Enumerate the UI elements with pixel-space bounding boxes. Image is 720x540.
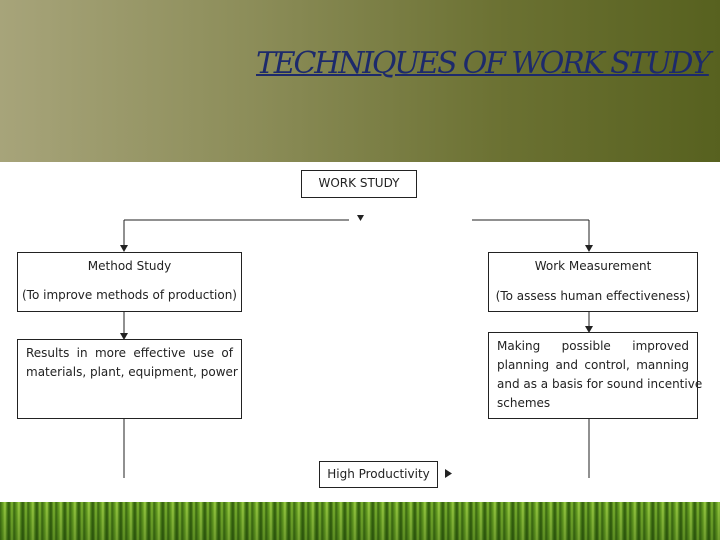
arrowhead-method (120, 245, 128, 252)
method-study-heading: Method Study (18, 259, 241, 273)
high-productivity-label: High Productivity (320, 467, 437, 481)
method-study-result-box: Results in more effective use of materia… (17, 339, 242, 419)
arrowhead-root (357, 215, 364, 221)
method-study-box: Method Study (To improve methods of prod… (17, 252, 242, 312)
measure-result-line-2: planning and control, manning (497, 358, 689, 372)
high-productivity-box: High Productivity (319, 461, 438, 488)
arrowhead-measure (585, 245, 593, 252)
method-result-line-1: Results in more effective use of (26, 346, 233, 360)
work-measurement-box: Work Measurement (To assess human effect… (488, 252, 698, 312)
arrowhead-outcome (445, 469, 452, 478)
work-study-label: WORK STUDY (302, 176, 416, 190)
measure-result-line-1: Making possible improved (497, 339, 689, 353)
method-result-line-2: materials, plant, equipment, power (26, 365, 238, 379)
work-study-box: WORK STUDY (301, 170, 417, 198)
measure-result-line-3: and as a basis for sound incentive (497, 377, 702, 391)
grass-footer (0, 502, 720, 540)
work-measurement-heading: Work Measurement (489, 259, 697, 273)
work-measurement-result-box: Making possible improved planning and co… (488, 332, 698, 419)
work-measurement-subheading: (To assess human effectiveness) (489, 289, 697, 303)
measure-result-line-4: schemes (497, 396, 550, 410)
method-study-subheading: (To improve methods of production) (18, 288, 241, 302)
